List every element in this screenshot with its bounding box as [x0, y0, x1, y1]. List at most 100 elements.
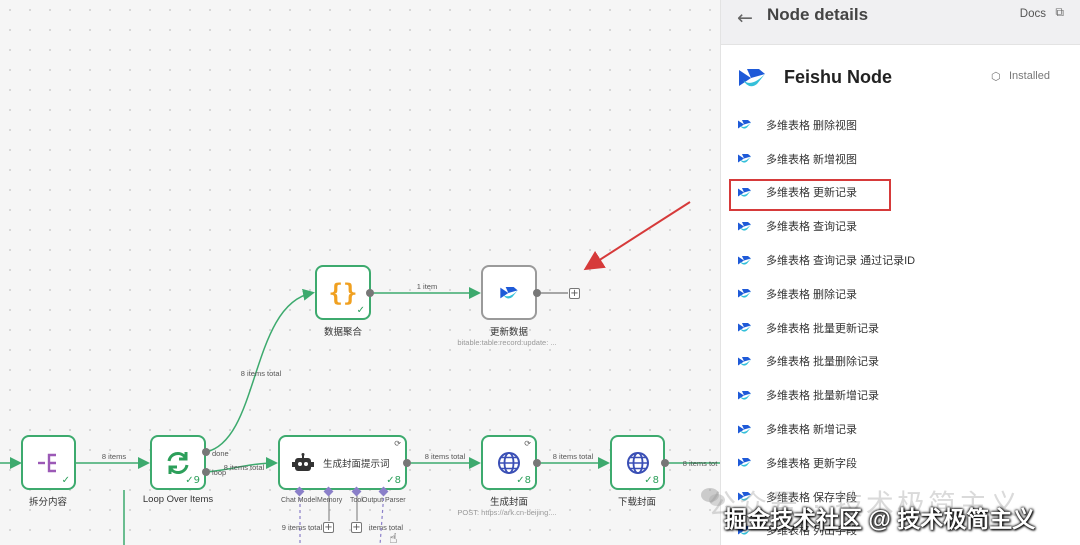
port-loop-label: loop [212, 468, 227, 477]
handle-dot[interactable] [533, 459, 541, 467]
node-aggregate-label: 数据聚合 [323, 327, 363, 338]
action-item-label: 多维表格 更新字段 [766, 457, 858, 470]
feishu-logo-icon [738, 255, 751, 265]
edge-label: 8 items total [240, 369, 282, 378]
edge-label: 8 items tot [682, 459, 718, 468]
node-split-label: 拆分内容 [28, 497, 68, 508]
node-update[interactable] [481, 265, 537, 320]
action-item-list-fields[interactable]: 多维表格 列出字段 [721, 514, 1080, 545]
feishu-logo-icon [738, 221, 751, 231]
node-loop-label: Loop Over Items [142, 494, 214, 505]
action-item-save-field[interactable]: 多维表格 保存字段 [721, 480, 1080, 514]
node-cover-subtitle: POST: https://ark.cn-beijing.... [457, 508, 557, 517]
handle-dot[interactable] [403, 459, 411, 467]
action-item-delete-record[interactable]: 多维表格 删除记录 [721, 277, 1080, 311]
feishu-logo-icon [500, 286, 518, 298]
refresh-icon: ⟳ [524, 439, 531, 448]
action-item-delete-view[interactable]: 多维表格 删除视图 [721, 108, 1080, 142]
back-arrow-icon[interactable]: ← [737, 7, 753, 29]
action-item-label: 多维表格 新增记录 [766, 424, 858, 437]
handle-dot[interactable] [533, 289, 541, 297]
robot-icon [292, 452, 314, 471]
workflow-canvas[interactable]: ✓ 拆分内容 ✓9 Loop Over Items done loop {} ✓… [0, 0, 720, 545]
edge-label: 8 items [101, 452, 127, 461]
node-aggregate[interactable]: {} ✓ [315, 265, 371, 320]
action-item-label: 多维表格 更新记录 [766, 187, 858, 200]
handle-dot[interactable] [202, 448, 210, 456]
node-update-label: 更新数据 [489, 327, 529, 338]
handle-dot[interactable] [366, 289, 374, 297]
node-download[interactable]: ✓8 [610, 435, 665, 490]
action-item-batch-update[interactable]: 多维表格 批量更新记录 [721, 311, 1080, 345]
wechat-icon [701, 488, 725, 506]
check-icon: ✓8 [516, 475, 531, 486]
action-item-label: 多维表格 查询记录 [766, 221, 858, 234]
handle-dot[interactable] [202, 468, 210, 476]
edge-label: 8 items total [424, 452, 466, 461]
panel-header: ← Node details Docs ⧉ [721, 0, 1080, 45]
handle-dot[interactable] [661, 459, 669, 467]
action-list: 多维表格 删除视图 多维表格 新增视图 多维表格 更新记录 多维表格 查询记录 … [721, 108, 1080, 545]
action-item-label: 多维表格 查询记录 通过记录ID [766, 255, 916, 268]
action-item-label: 多维表格 列出字段 [766, 525, 858, 538]
globe-icon [498, 451, 520, 474]
action-item-label: 多维表格 批量新增记录 [766, 390, 880, 403]
feishu-logo-icon [739, 69, 765, 87]
sub-label-chat: Chat Model [281, 497, 317, 504]
check-icon: ✓ [61, 475, 70, 486]
action-item-batch-delete[interactable]: 多维表格 批量删除记录 [721, 345, 1080, 379]
action-item-query-record-by-id[interactable]: 多维表格 查询记录 通过记录ID [721, 243, 1080, 277]
action-item-batch-add[interactable]: 多维表格 批量新增记录 [721, 378, 1080, 412]
add-node-button[interactable]: + [569, 288, 580, 299]
action-item-add-record[interactable]: 多维表格 新增记录 [721, 412, 1080, 446]
check-icon: ✓8 [386, 475, 401, 486]
refresh-icon: ⟳ [394, 439, 401, 448]
feishu-logo-icon [738, 458, 751, 467]
node-details-panel: ← Node details Docs ⧉ Feishu Node ⬡ Inst… [720, 0, 1080, 545]
action-item-label: 多维表格 批量删除记录 [766, 356, 880, 369]
action-item-label: 多维表格 删除视图 [766, 119, 858, 132]
edges-layer [0, 201, 720, 545]
docs-link[interactable]: Docs [1019, 8, 1046, 20]
edge-label: items total [368, 523, 404, 532]
port-done-label: done [212, 449, 229, 458]
check-icon: ✓8 [644, 475, 659, 486]
node-split[interactable]: ✓ [21, 435, 76, 490]
action-item-label: 多维表格 批量更新记录 [766, 322, 880, 335]
feishu-logo-icon [738, 323, 751, 332]
action-item-label: 多维表格 保存字段 [766, 491, 858, 504]
node-cover-label: 生成封面 [489, 497, 529, 508]
action-item-update-field[interactable]: 多维表格 更新字段 [721, 446, 1080, 480]
action-item-add-view[interactable]: 多维表格 新增视图 [721, 142, 1080, 176]
edge-loop-aggregate [205, 288, 315, 453]
action-item-update-record[interactable]: 多维表格 更新记录 [721, 176, 1080, 211]
edge-label: 8 items total [223, 463, 265, 472]
node-update-subtitle: bitable:table:record:update: ... [457, 338, 557, 347]
add-memory-button[interactable]: + [323, 522, 334, 533]
annotation-arrow [583, 201, 691, 271]
feishu-logo-icon [738, 154, 751, 163]
add-tool-button[interactable]: + [351, 522, 362, 533]
check-icon: ✓ [356, 305, 365, 316]
feishu-logo-icon [738, 492, 751, 501]
external-link-icon[interactable]: ⧉ [1055, 5, 1064, 19]
sub-label-parser: Output Parser [362, 497, 406, 504]
sub-label-memory: Memory [317, 497, 343, 504]
node-loop[interactable]: ✓9 [150, 435, 206, 490]
globe-icon [626, 451, 649, 474]
split-icon [37, 453, 56, 472]
node-cover[interactable]: ⟳ ✓8 [481, 435, 537, 490]
loop-icon [167, 451, 189, 474]
node-prompt[interactable]: 生成封面提示词 ⟳ ✓8 [278, 435, 407, 490]
cube-icon: ⬡ [991, 70, 1001, 83]
app-header: Feishu Node ⬡ Installed [721, 58, 1080, 98]
app-name: Feishu Node [784, 67, 893, 87]
watermark-line-2: 掘金技术社区 @ 技术极简主义 [724, 506, 1036, 532]
edge-label: 9 items total [281, 523, 323, 532]
sub-label-tool: Tool [350, 497, 363, 504]
watermark-line-1: 公众号 · 技术极简主义 [708, 489, 1021, 520]
feishu-logo-icon [738, 356, 751, 366]
braces-icon: {} [328, 278, 358, 307]
edge-label: 8 items total [552, 452, 594, 461]
action-item-query-record[interactable]: 多维表格 查询记录 [721, 209, 1080, 243]
